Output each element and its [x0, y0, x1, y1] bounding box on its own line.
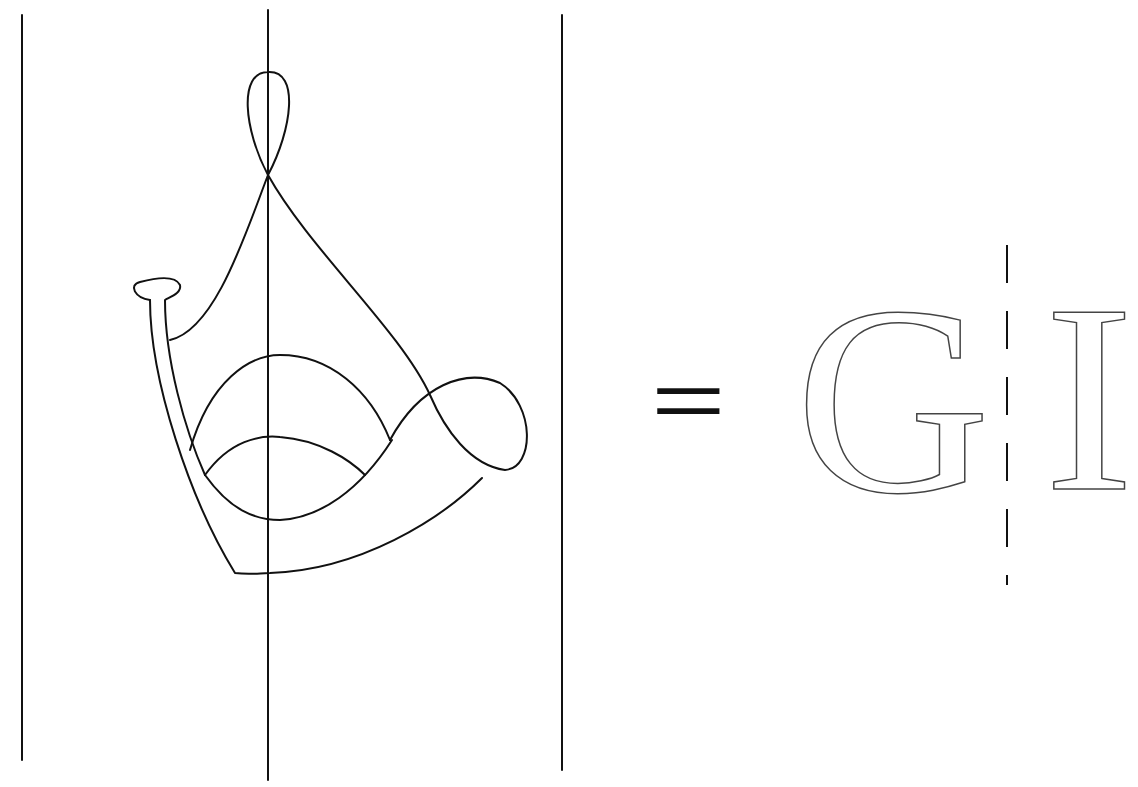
dotted-letter: I — [1044, 263, 1134, 533]
horn-edge — [150, 300, 482, 574]
horn-edge — [134, 278, 205, 475]
equals-sign: = — [651, 360, 726, 440]
dashed-divider — [1006, 245, 1008, 585]
dotted-letter: G — [796, 265, 991, 535]
frame-line — [21, 15, 23, 760]
inner-arc — [205, 437, 365, 475]
surface-curve — [170, 72, 527, 470]
axis-line — [267, 10, 269, 780]
inner-arc — [205, 440, 392, 520]
surface-arc — [190, 355, 390, 450]
frame-line — [561, 15, 563, 770]
